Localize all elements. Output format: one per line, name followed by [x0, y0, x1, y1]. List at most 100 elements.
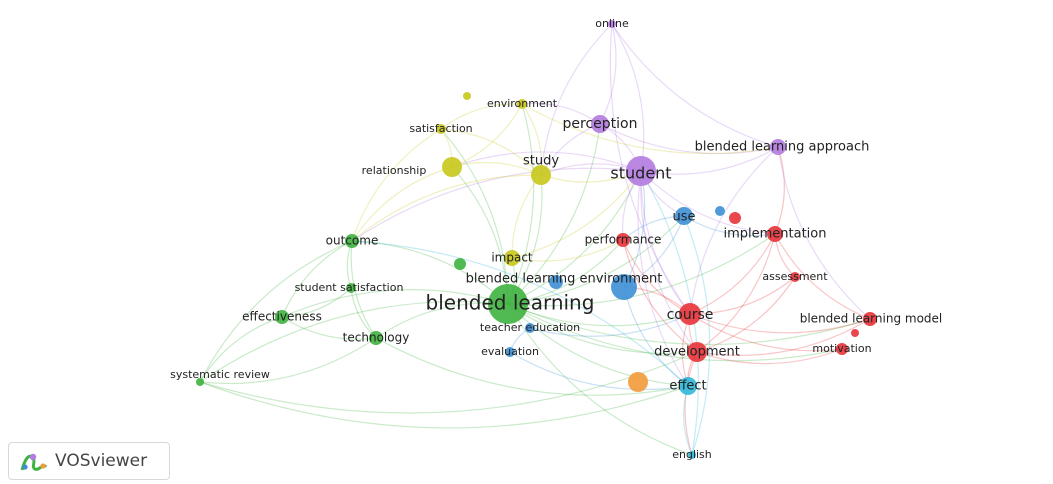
- label-blended-learning[interactable]: blended learning: [426, 291, 595, 315]
- node-performance[interactable]: [616, 233, 630, 247]
- node-satisfaction[interactable]: [436, 124, 446, 134]
- link-course-blended-learning-model: [689, 313, 871, 334]
- link-student-development: [640, 170, 698, 353]
- link-blended-learning-blended-learning-model: [507, 303, 871, 346]
- link-blended-learning-environment-effect: [623, 286, 689, 387]
- link-impact-student: [511, 170, 642, 259]
- label-implementation[interactable]: implementation: [723, 227, 826, 242]
- network-labels: online environment perception satisfaction b…: [170, 17, 942, 461]
- label-effect[interactable]: effect: [669, 379, 706, 394]
- link-performance-development: [622, 239, 698, 353]
- node-study[interactable]: [531, 165, 551, 185]
- label-blended-learning-model[interactable]: blended learning model: [800, 312, 943, 326]
- label-course[interactable]: course: [667, 307, 714, 323]
- node-unlabeled-3[interactable]: [715, 206, 725, 216]
- vosviewer-logo-icon: [20, 453, 48, 471]
- label-relationship[interactable]: relationship: [362, 164, 427, 177]
- label-student-satisfaction[interactable]: student satisfaction: [295, 281, 404, 294]
- link-impact-performance: [511, 239, 624, 262]
- node-unlabeled-1[interactable]: [628, 372, 648, 392]
- label-satisfaction[interactable]: satisfaction: [409, 122, 472, 135]
- label-technology[interactable]: technology: [343, 331, 410, 345]
- link-student-blended-learning-approach: [640, 146, 779, 175]
- node-relationship[interactable]: [442, 157, 462, 177]
- link-perception-blended-learning-approach: [599, 123, 779, 155]
- node-unlabeled-5[interactable]: [549, 275, 563, 289]
- node-systematic-review[interactable]: [196, 378, 204, 386]
- node-unlabeled-4[interactable]: [729, 212, 741, 224]
- node-effect[interactable]: [679, 377, 697, 395]
- node-unlabeled-2[interactable]: [454, 258, 466, 270]
- node-effectiveness[interactable]: [275, 310, 289, 324]
- label-systematic-review[interactable]: systematic review: [170, 368, 270, 381]
- label-impact[interactable]: impact: [491, 251, 533, 265]
- label-motivation[interactable]: motivation: [812, 342, 871, 355]
- link-online-course: [609, 23, 691, 315]
- node-development[interactable]: [687, 342, 707, 362]
- link-environment-blended-learning-approach: [521, 103, 779, 155]
- node-unlabeled-6[interactable]: [851, 329, 859, 337]
- label-perception[interactable]: perception: [563, 116, 638, 132]
- label-performance[interactable]: performance: [585, 233, 662, 247]
- link-student-effect: [637, 170, 689, 387]
- label-environment[interactable]: environment: [487, 97, 558, 110]
- link-blended-learning-development: [507, 303, 698, 355]
- node-blended-learning-model[interactable]: [863, 312, 877, 326]
- link-student-implementation: [640, 170, 776, 235]
- vosviewer-logo-text: VOSviewer: [55, 451, 148, 471]
- link-english-use: [683, 215, 711, 456]
- link-development-english: [684, 351, 698, 456]
- node-course[interactable]: [679, 303, 701, 325]
- label-effectiveness[interactable]: effectiveness: [242, 310, 322, 324]
- node-english[interactable]: [688, 451, 696, 459]
- network-nodes: [196, 20, 877, 459]
- node-environment[interactable]: [517, 99, 527, 109]
- node-blended-learning-environment[interactable]: [611, 274, 637, 300]
- node-evaluation[interactable]: [505, 347, 515, 357]
- link-course-assessment: [689, 276, 796, 315]
- link-blended-learning-environment: [507, 103, 535, 305]
- link-blended-learning-outcome: [351, 240, 509, 305]
- link-study-outcome: [351, 174, 542, 242]
- node-blended-learning[interactable]: [488, 284, 528, 324]
- label-evaluation[interactable]: evaluation: [481, 345, 539, 358]
- node-teacher-education[interactable]: [525, 323, 535, 333]
- node-blended-learning-approach[interactable]: [770, 139, 786, 155]
- label-online[interactable]: online: [595, 17, 629, 30]
- label-blended-learning-approach[interactable]: blended learning approach: [695, 140, 870, 155]
- label-english[interactable]: english: [672, 448, 712, 461]
- link-online-blended-learning-approach: [611, 23, 779, 148]
- link-blended-learning-effectiveness: [281, 289, 509, 318]
- link-blended-learning-effect: [507, 303, 689, 387]
- link-blended-learning-approach-course: [689, 146, 779, 315]
- link-online-study: [540, 23, 613, 176]
- label-student[interactable]: student: [610, 164, 671, 183]
- link-blended-learning-motivation: [507, 303, 843, 362]
- label-use[interactable]: use: [672, 210, 695, 225]
- node-use[interactable]: [675, 207, 693, 225]
- link-technology-effect: [375, 337, 689, 396]
- link-blended-learning-course: [507, 303, 691, 327]
- label-teacher-education[interactable]: teacher education: [480, 321, 580, 334]
- label-development[interactable]: development: [654, 345, 740, 360]
- label-outcome[interactable]: outcome: [326, 234, 379, 248]
- node-outcome[interactable]: [345, 234, 359, 248]
- label-study[interactable]: study: [523, 154, 559, 169]
- link-development-motivation: [696, 348, 843, 365]
- link-outcome-effectiveness: [281, 240, 353, 318]
- node-implementation[interactable]: [767, 226, 783, 242]
- node-impact[interactable]: [504, 250, 520, 266]
- node-unlabeled-7[interactable]: [463, 92, 471, 100]
- node-perception[interactable]: [591, 115, 609, 133]
- link-student-online: [611, 23, 645, 172]
- link-environment-satisfaction: [440, 103, 523, 130]
- link-implementation-blended-learning-approach: [774, 146, 785, 235]
- node-student-satisfaction[interactable]: [346, 283, 356, 293]
- node-assessment[interactable]: [790, 272, 800, 282]
- label-assessment[interactable]: assessment: [762, 270, 828, 283]
- node-online[interactable]: [608, 20, 616, 28]
- node-student[interactable]: [626, 156, 656, 186]
- label-blended-learning-environment[interactable]: blended learning environment: [466, 272, 663, 287]
- node-technology[interactable]: [369, 331, 383, 345]
- node-motivation[interactable]: [836, 343, 848, 355]
